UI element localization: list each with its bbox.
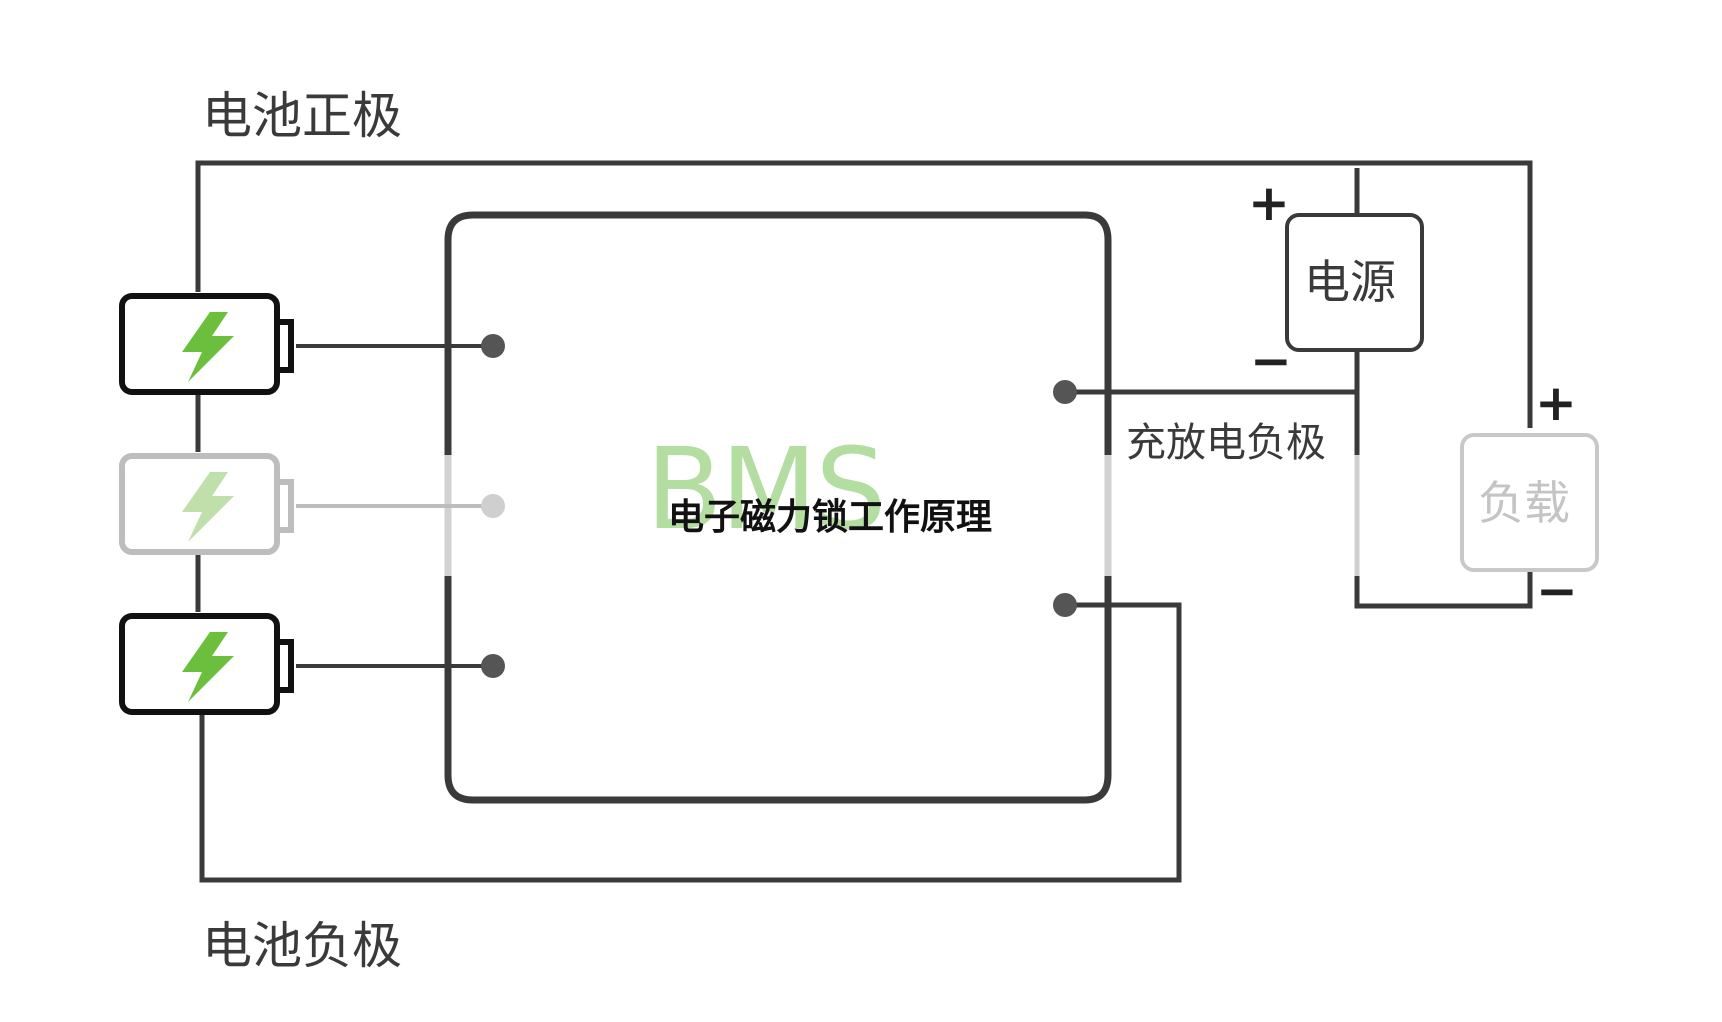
load-return-wire	[1354, 572, 1533, 609]
bolt-icon	[182, 472, 234, 542]
battery-positive-label: 电池正极	[202, 87, 402, 145]
terminal-dot	[481, 654, 505, 678]
overlay-title: 电子磁力锁工作原理	[667, 497, 992, 538]
bms-label: BMS	[645, 425, 887, 555]
battery-negative-label: 电池负极	[202, 917, 402, 975]
load-minus-sign: −	[1536, 562, 1578, 620]
psu-minus-sign: −	[1250, 332, 1292, 390]
terminal-dot	[1053, 380, 1077, 404]
negative-bus-wire	[199, 602, 1182, 883]
bms-box-dark-bottom	[444, 576, 1112, 804]
terminal-dot	[481, 334, 505, 358]
load-box	[1460, 433, 1599, 572]
load-label: 负载	[1478, 476, 1570, 530]
positive-bus-wire	[195, 160, 1533, 428]
bolt-icon	[182, 632, 234, 702]
charge-discharge-negative-label: 充放电负极	[1126, 420, 1326, 466]
bms-box-dark-top	[444, 211, 1112, 455]
terminal-dot	[481, 494, 505, 518]
bms-box-faded	[444, 455, 1112, 576]
power-supply-label: 电源	[1304, 255, 1396, 309]
bolt-icon	[182, 312, 234, 382]
terminal-dot	[1053, 593, 1077, 617]
load-plus-sign: +	[1535, 374, 1577, 432]
power-supply-box	[1285, 213, 1424, 352]
psu-plus-sign: +	[1248, 174, 1290, 232]
